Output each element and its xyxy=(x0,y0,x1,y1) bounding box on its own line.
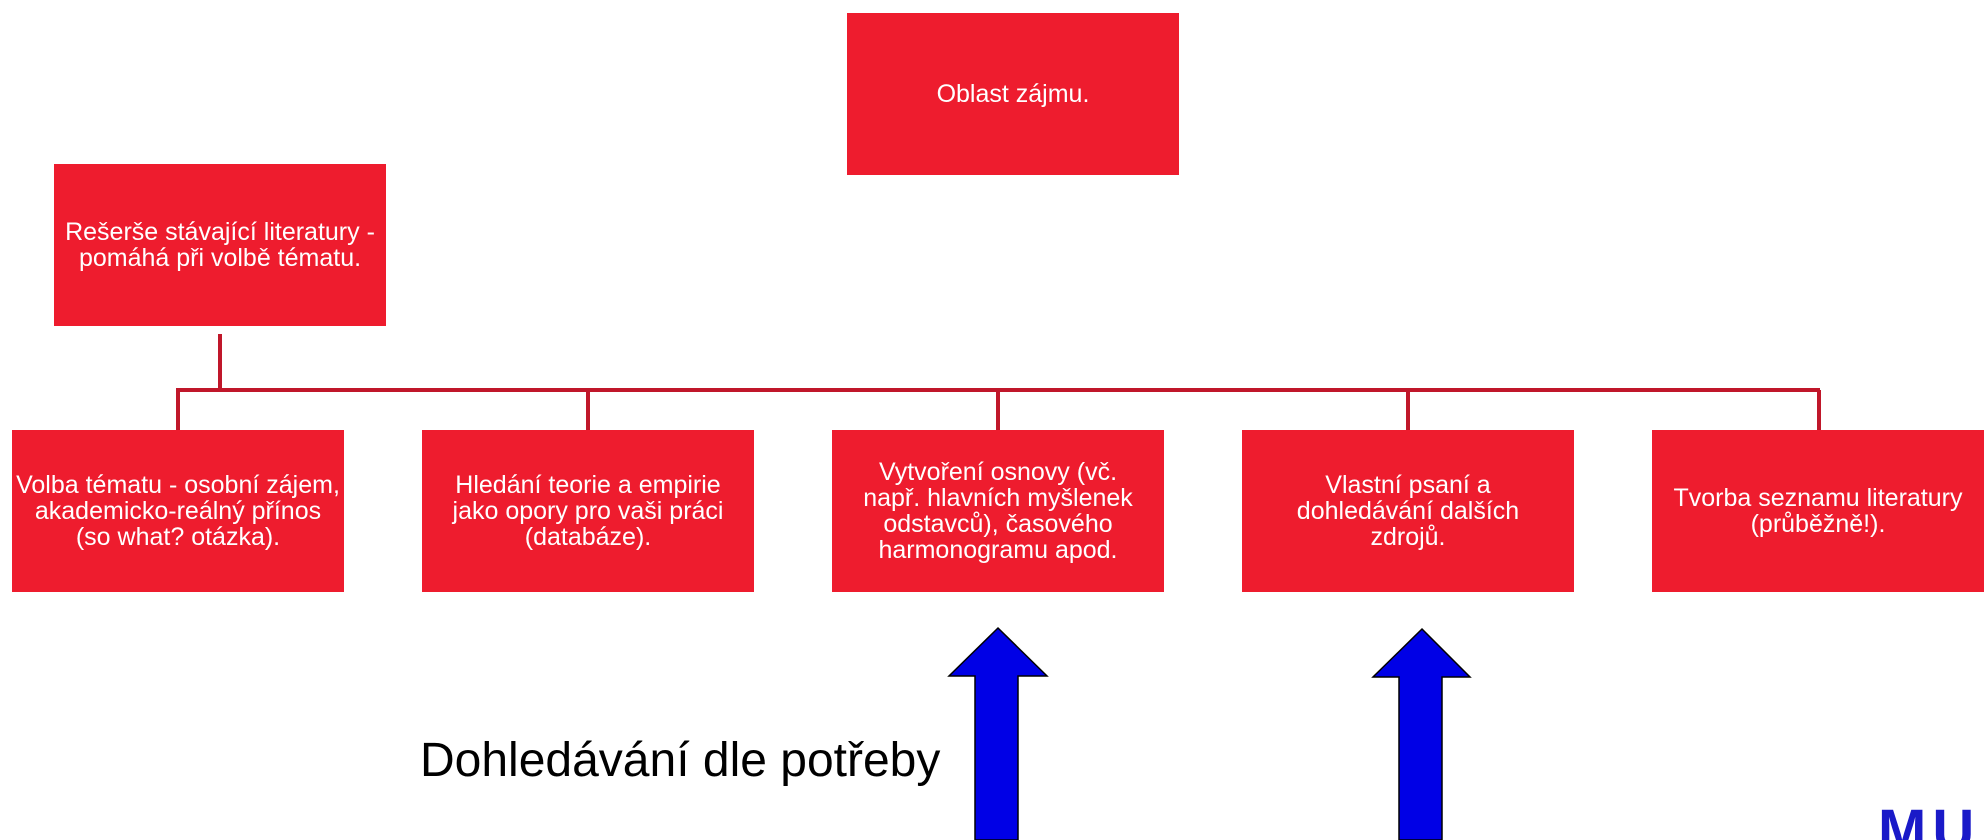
top-box-oblast-zajmu: Oblast zájmu. xyxy=(847,13,1179,175)
step-box-4: Vlastní psaní a dohledávání dalších zdro… xyxy=(1242,430,1574,592)
step-box-2: Hledání teorie a empirie jako opory pro … xyxy=(422,430,754,592)
up-arrow-2 xyxy=(1371,627,1472,840)
step-box-2-label: Hledání teorie a empirie jako opory pro … xyxy=(452,470,724,552)
muni-logo: MUNI xyxy=(1878,802,1984,840)
step-box-1: Volba tématu - osobní zájem, akademicko-… xyxy=(12,430,344,592)
research-box: Rešerše stávající literatury - pomáhá př… xyxy=(54,164,386,326)
step-box-5: Tvorba seznamu literatury (průběžně!). xyxy=(1652,430,1984,592)
top-box-label: Oblast zájmu. xyxy=(936,79,1090,108)
step-box-5-label: Tvorba seznamu literatury (průběžně!). xyxy=(1673,483,1963,538)
step-box-3: Vytvoření osnovy (vč. např. hlavních myš… xyxy=(832,430,1164,592)
step-box-1-label: Volba tématu - osobní zájem, akademicko-… xyxy=(16,470,340,552)
caption-dohledavani: Dohledávání dle potřeby xyxy=(420,734,941,787)
research-box-label: Rešerše stávající literatury - pomáhá př… xyxy=(65,217,375,272)
step-box-4-label: Vlastní psaní a dohledávání dalších zdro… xyxy=(1296,470,1520,552)
step-box-3-label: Vytvoření osnovy (vč. např. hlavních myš… xyxy=(863,457,1133,565)
up-arrow-1 xyxy=(947,626,1049,840)
